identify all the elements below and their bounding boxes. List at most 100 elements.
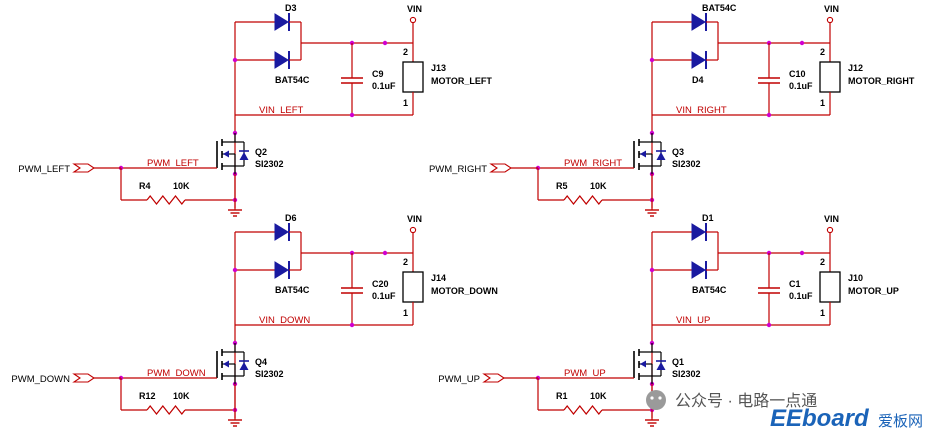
- mosfet-part: SI2302: [672, 159, 701, 169]
- connector-ref: J14: [431, 273, 446, 283]
- diode-bottom-icon: [691, 51, 706, 69]
- pwm-net-label: PWM_RIGHT: [564, 158, 622, 169]
- mosfet-ref: Q3: [672, 147, 684, 157]
- diode-bottom-label: BAT54C: [692, 285, 727, 295]
- circuit-up: VINC10.1uF21J10MOTOR_UPVIN_UPD1BAT54CQ1S…: [438, 213, 899, 427]
- junction-dot: [766, 112, 772, 118]
- capacitor-ref: C20: [372, 279, 389, 289]
- connector-ref: J13: [431, 63, 446, 73]
- vin-net-label: VIN_UP: [676, 315, 710, 326]
- mosfet-ref: Q4: [255, 357, 267, 367]
- pwm-net-label: PWM_UP: [564, 368, 606, 379]
- mosfet-arrow-icon: [223, 150, 229, 158]
- diode-top-icon: [691, 223, 706, 241]
- mosfet-source: [222, 375, 236, 384]
- brand-logo: EEboard: [770, 405, 870, 432]
- vin-net-label: VIN_LEFT: [259, 105, 304, 116]
- vin-terminal: [409, 226, 417, 234]
- motor-connector: [819, 61, 841, 93]
- junction-dot: [382, 250, 388, 256]
- mosfet-ref: Q2: [255, 147, 267, 157]
- resistor-icon: [563, 405, 603, 415]
- mosfet-source: [639, 165, 653, 174]
- connector-ref: J10: [848, 273, 863, 283]
- connector-pin-1: 1: [403, 98, 408, 108]
- resistor-value: 10K: [173, 391, 190, 401]
- body-diode-icon: [656, 152, 666, 160]
- mosfet-arrow-icon: [640, 150, 646, 158]
- pwm-port-icon: [489, 163, 512, 173]
- vin-label: VIN: [824, 4, 839, 14]
- motor-connector: [819, 271, 841, 303]
- vin-label: VIN: [407, 214, 422, 224]
- resistor-ref: R1: [556, 391, 568, 401]
- vin-label: VIN: [824, 214, 839, 224]
- vin-terminal: [826, 226, 834, 234]
- wechat-logo-eye: [658, 396, 662, 400]
- circuit-left: VINC90.1uF21J13MOTOR_LEFTVIN_LEFTD3BAT54…: [18, 3, 492, 217]
- junction-dot: [766, 322, 772, 328]
- diode-top-icon: [274, 13, 289, 31]
- diode-top-icon: [274, 223, 289, 241]
- connector-name: MOTOR_DOWN: [431, 286, 498, 296]
- wechat-logo-eye: [650, 396, 654, 400]
- mosfet-arrow-icon: [223, 360, 229, 368]
- vin-net-label: VIN_DOWN: [259, 315, 310, 326]
- connector-pin-2: 2: [820, 47, 825, 57]
- diode-bottom-icon: [274, 51, 289, 69]
- junction-dot: [349, 112, 355, 118]
- mosfet-part: SI2302: [672, 369, 701, 379]
- mosfet-drain: [222, 133, 236, 143]
- connector-pin-1: 1: [820, 308, 825, 318]
- capacitor-value: 0.1uF: [789, 81, 813, 91]
- body-diode-icon: [239, 152, 249, 160]
- capacitor-ref: C1: [789, 279, 801, 289]
- junction-dot: [232, 57, 238, 63]
- mosfet-arrow-icon: [640, 360, 646, 368]
- pwm-input-label: PWM_UP: [438, 374, 480, 385]
- diode-bottom-label: BAT54C: [275, 285, 310, 295]
- junction-dot: [799, 250, 805, 256]
- connector-name: MOTOR_LEFT: [431, 76, 492, 86]
- watermark-text: 公众号 · 电路一点通: [675, 392, 817, 410]
- resistor-ref: R5: [556, 181, 568, 191]
- junction-dot: [799, 40, 805, 46]
- vin-label: VIN: [407, 4, 422, 14]
- diode-top-label: D6: [285, 213, 297, 223]
- vin-net-label: VIN_RIGHT: [676, 105, 727, 116]
- mosfet-ref: Q1: [672, 357, 684, 367]
- resistor-value: 10K: [173, 181, 190, 191]
- mosfet-part: SI2302: [255, 159, 284, 169]
- pwm-net-label: PWM_LEFT: [147, 158, 199, 169]
- junction-dot: [382, 40, 388, 46]
- connector-pin-2: 2: [403, 257, 408, 267]
- motor-connector: [402, 271, 424, 303]
- mosfet-source: [222, 165, 236, 174]
- diode-top-label: BAT54C: [702, 3, 737, 13]
- resistor-ref: R12: [139, 391, 156, 401]
- pwm-port-icon: [72, 163, 95, 173]
- connector-pin-2: 2: [403, 47, 408, 57]
- diode-bottom-label: BAT54C: [275, 75, 310, 85]
- diode-top-label: D3: [285, 3, 297, 13]
- junction-dot: [649, 57, 655, 63]
- circuit-down: VINC200.1uF21J14MOTOR_DOWNVIN_DOWND6BAT5…: [11, 213, 498, 427]
- mosfet-drain: [639, 133, 653, 143]
- capacitor-value: 0.1uF: [372, 291, 396, 301]
- connector-name: MOTOR_UP: [848, 286, 899, 296]
- connector-ref: J12: [848, 63, 863, 73]
- connector-pin-1: 1: [820, 98, 825, 108]
- resistor-icon: [146, 405, 186, 415]
- mosfet-drain: [222, 343, 236, 353]
- mosfet-part: SI2302: [255, 369, 284, 379]
- junction-dot: [649, 267, 655, 273]
- resistor-value: 10K: [590, 391, 607, 401]
- diode-top-icon: [691, 13, 706, 31]
- resistor-value: 10K: [590, 181, 607, 191]
- resistor-icon: [146, 195, 186, 205]
- mosfet-source: [639, 375, 653, 384]
- junction-dot: [232, 267, 238, 273]
- mosfet-drain: [639, 343, 653, 353]
